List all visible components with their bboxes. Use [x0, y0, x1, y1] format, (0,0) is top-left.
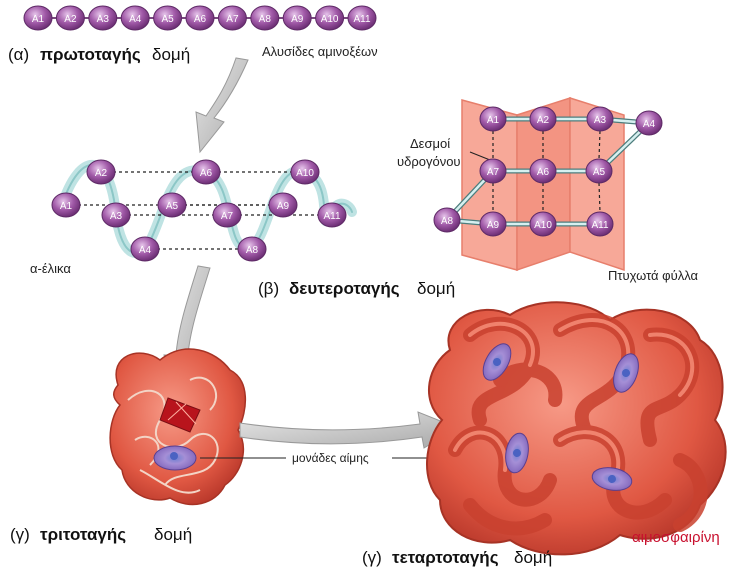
secondary-caption-prefix: (β) [258, 279, 279, 298]
helix-residue-4: A4 [130, 236, 160, 262]
primary-residue-5-label: A5 [161, 14, 174, 25]
heme-disc-3 [505, 432, 529, 474]
secondary-caption-bold: δευτεροταγής [289, 279, 400, 298]
helix-residue-9-label: A9 [277, 201, 290, 212]
helix-residue-6-label: A6 [200, 168, 213, 179]
hemoglobin-label: αιμοσφαιρίνη [632, 529, 720, 546]
sheet-residue-5-label: A5 [593, 167, 606, 178]
primary-residue-11-label: A11 [353, 14, 370, 25]
tertiary-structure [109, 348, 247, 506]
primary-caption-bold: πρωτοταγής [40, 45, 141, 64]
helix-residue-5-label: A5 [166, 201, 179, 212]
helix-residue-8: A8 [237, 236, 267, 262]
primary-residue-10: A10 [315, 5, 345, 31]
hydrogen-bond [598, 130, 601, 160]
sheet-residue-10-label: A10 [534, 220, 552, 231]
hbond-pointer [469, 151, 491, 161]
primary-residue-11: A11 [347, 5, 377, 31]
primary-residue-8-label: A8 [259, 14, 272, 25]
tertiary-caption-bold: τριτοταγής [40, 525, 126, 544]
primary-residue-2: A2 [55, 5, 85, 31]
hbond-label-line1: Δεσμοί [410, 136, 450, 151]
helix-residue-7-label: A7 [221, 211, 234, 222]
secondary-caption-suffix: δομή [417, 279, 455, 298]
helix-residue-6: A6 [191, 159, 221, 185]
primary-residue-7: A7 [217, 5, 247, 31]
sheet-residue-11-label: A11 [591, 220, 608, 231]
primary-residue-6-label: A6 [194, 14, 207, 25]
helix-residue-3-label: A3 [110, 211, 123, 222]
alpha-helix-label: α-έλικα [30, 261, 71, 276]
primary-residue-3: A3 [88, 5, 118, 31]
sheet-residue-1: A1 [479, 106, 507, 132]
primary-residue-5: A5 [153, 5, 183, 31]
primary-residue-9: A9 [282, 5, 312, 31]
heme-label: μονάδες αίμης [292, 451, 369, 465]
helix-residue-10: A10 [290, 159, 320, 185]
sheet-residue-8: A8 [433, 207, 461, 233]
primary-caption-suffix: δομή [152, 45, 190, 64]
helix-residue-10-label: A10 [296, 168, 314, 179]
sheet-residue-3: A3 [586, 106, 614, 132]
helix-residue-11: A11 [317, 202, 347, 228]
primary-residue-10-label: A10 [321, 14, 339, 25]
quaternary-structure [426, 301, 727, 556]
quaternary-caption-bold: τεταρτοταγής [392, 548, 499, 567]
helix-residue-1: A1 [51, 192, 81, 218]
sheet-residue-8-label: A8 [441, 216, 454, 227]
heme-disc-1 [482, 343, 512, 381]
heme-disc-4 [591, 467, 633, 491]
helix-residue-3: A3 [101, 202, 131, 228]
primary-residue-1: A1 [23, 5, 53, 31]
primary-residue-8: A8 [250, 5, 280, 31]
helix-residue-9: A9 [268, 192, 298, 218]
hbond-label-line2: υδρογόνου [397, 154, 461, 169]
sheet-residue-3-label: A3 [594, 115, 607, 126]
heme-units [482, 343, 639, 491]
sheet-residue-10: A10 [529, 211, 557, 237]
arrow-primary-to-secondary [195, 57, 249, 154]
sheet-residue-9: A9 [479, 211, 507, 237]
primary-caption-prefix: (α) [8, 45, 29, 64]
sheet-residue-9-label: A9 [487, 220, 500, 231]
sheet-residue-1-label: A1 [487, 115, 500, 126]
helix-residue-11-label: A11 [323, 211, 340, 222]
sheet-residue-4-label: A4 [643, 119, 656, 130]
pleated-sheet-label: Πτυχωτά φύλλα [608, 268, 698, 283]
primary-residue-9-label: A9 [291, 14, 304, 25]
sheet-residue-6: A6 [529, 158, 557, 184]
sheet-residue-7: A7 [479, 158, 507, 184]
primary-residue-6: A6 [185, 5, 215, 31]
helix-residue-8-label: A8 [246, 245, 259, 256]
sheet-residue-4: A4 [635, 110, 663, 136]
sheet-residue-2-label: A2 [537, 115, 550, 126]
sheet-residue-5: A5 [585, 158, 613, 184]
helix-residue-2: A2 [86, 159, 116, 185]
primary-residue-2-label: A2 [64, 14, 77, 25]
primary-residue-7-label: A7 [226, 14, 239, 25]
tertiary-caption-prefix: (γ) [10, 525, 30, 544]
helix-residue-4-label: A4 [139, 245, 152, 256]
arrow-tertiary-to-quaternary [239, 411, 460, 449]
primary-residue-1-label: A1 [32, 14, 45, 25]
sheet-residue-6-label: A6 [537, 167, 550, 178]
helix-residue-5: A5 [157, 192, 187, 218]
helix-residue-2-label: A2 [95, 168, 108, 179]
amino-acid-chain-label: Αλυσίδες αμινοξέων [262, 44, 378, 59]
hydrogen-bond [598, 182, 601, 213]
primary-chain: A1 A2 A3 A4 A5 A6 A7 A8 A9 A10 A11 [23, 5, 377, 31]
heme-disc-2 [613, 353, 639, 393]
helix-residue-7: A7 [212, 202, 242, 228]
primary-residue-4: A4 [120, 5, 150, 31]
tertiary-caption-suffix: δομή [154, 525, 192, 544]
sheet-residue-11: A11 [586, 211, 614, 237]
quaternary-caption-suffix: δομή [514, 548, 552, 567]
sheet-residue-2: A2 [529, 106, 557, 132]
primary-residue-4-label: A4 [129, 14, 142, 25]
primary-residue-3-label: A3 [97, 14, 110, 25]
sheet-residue-7-label: A7 [487, 167, 500, 178]
helix-residue-1-label: A1 [60, 201, 73, 212]
quaternary-caption-prefix: (γ) [362, 548, 382, 567]
